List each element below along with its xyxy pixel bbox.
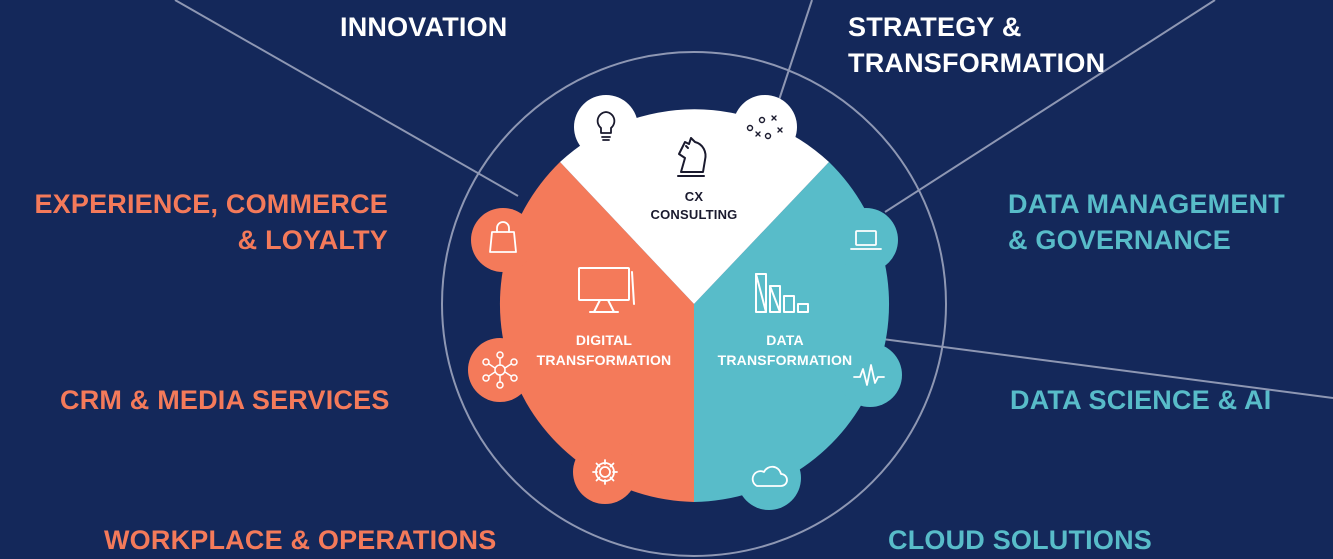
crm-media-services-label: CRM & MEDIA SERVICES: [60, 382, 390, 418]
data-science-bubble: [838, 343, 902, 407]
data-transformation-label: DATA TRANSFORMATION: [700, 330, 870, 370]
strategy-bubble: [733, 95, 797, 159]
data-science-ai-label: DATA SCIENCE & AI: [1010, 382, 1271, 418]
workplace-text: WORKPLACE & OPERATIONS: [104, 525, 497, 555]
experience-text-line2: & LOYALTY: [237, 225, 388, 255]
data-mgmt-text-line2: & GOVERNANCE: [1008, 225, 1231, 255]
cx-label-line1: CX: [684, 189, 704, 204]
digital-label-line2: TRANSFORMATION: [536, 352, 672, 368]
cx-label-line2: CONSULTING: [650, 207, 738, 222]
cx-consulting-label: CX CONSULTING: [634, 188, 754, 224]
experience-commerce-loyalty-label: EXPERIENCE, COMMERCE & LOYALTY: [0, 186, 388, 258]
workplace-operations-label: WORKPLACE & OPERATIONS: [104, 522, 496, 558]
digital-transformation-segment: [499, 162, 694, 502]
cloud-text: CLOUD SOLUTIONS: [888, 525, 1152, 555]
data-science-text: DATA SCIENCE & AI: [1010, 385, 1272, 415]
experience-text-line1: EXPERIENCE, COMMERCE: [34, 189, 388, 219]
connector-line-data-science: [874, 337, 1333, 399]
workplace-bubble: [573, 440, 637, 504]
monitor-icon: [578, 267, 635, 313]
cloud-icon: [751, 465, 788, 487]
strategy-text-line1: STRATEGY &: [848, 12, 1022, 42]
connector-line-data-management: [884, 0, 1216, 213]
cloud-bubble: [737, 446, 801, 510]
laptop-icon: [850, 230, 882, 250]
cloud-solutions-label: CLOUD SOLUTIONS: [888, 522, 1152, 558]
connector-line-strategy: [777, 0, 813, 104]
waveform-icon: [853, 364, 885, 386]
shopping-bag-icon: [489, 221, 517, 253]
digital-transformation-label: DIGITAL TRANSFORMATION: [520, 330, 688, 370]
data-mgmt-text-line1: DATA MANAGEMENT: [1008, 189, 1285, 219]
outer-ring: [441, 51, 947, 557]
lightbulb-icon: [596, 111, 616, 141]
gear-icon: [592, 459, 618, 485]
digital-label-line1: DIGITAL: [575, 332, 633, 348]
innovation-bubble: [574, 95, 638, 159]
crm-text: CRM & MEDIA SERVICES: [60, 385, 390, 415]
chess-knight-icon: [677, 137, 707, 177]
data-label-line2: TRANSFORMATION: [717, 352, 853, 368]
crm-bubble: [468, 338, 532, 402]
strategy-text-line2: TRANSFORMATION: [848, 48, 1106, 78]
connector-lines: [174, 0, 1333, 399]
strategy-play-icon: [746, 115, 783, 140]
data-management-governance-label: DATA MANAGEMENT & GOVERNANCE: [1008, 186, 1285, 258]
connector-line-innovation: [174, 0, 519, 197]
innovation-label: INNOVATION: [340, 9, 508, 45]
network-icon: [482, 351, 518, 389]
data-label-line1: DATA: [766, 332, 804, 348]
bar-chart-icon: [755, 273, 809, 313]
innovation-text: INNOVATION: [340, 12, 508, 42]
data-management-bubble: [834, 208, 898, 272]
strategy-transformation-label: STRATEGY & TRANSFORMATION: [848, 9, 1105, 81]
experience-bubble: [471, 208, 535, 272]
